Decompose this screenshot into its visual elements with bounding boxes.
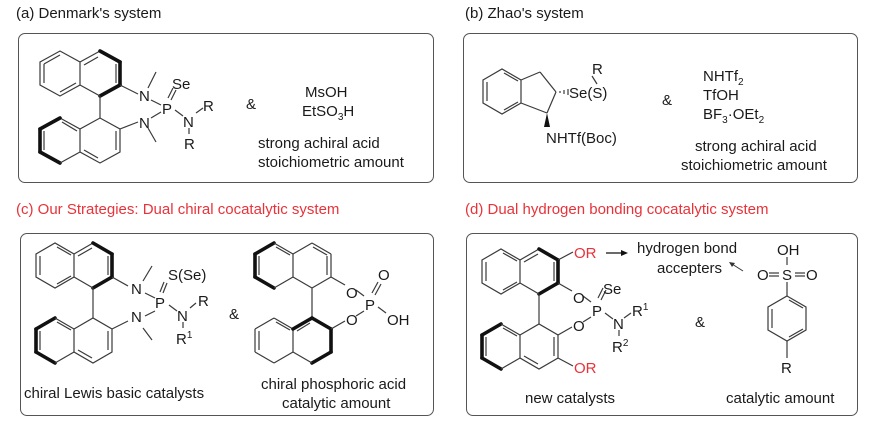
atom-symbol: R xyxy=(176,331,187,348)
panel-c-caption: (c) Our Strategies: Dual chiral cocataly… xyxy=(16,201,340,218)
panel-a-ampersand: & xyxy=(246,96,257,113)
atom-n: N xyxy=(613,316,624,333)
panel-c-catalyst-label: chiral Lewis basic catalysts xyxy=(24,385,205,402)
formula-part: BF xyxy=(703,106,723,123)
panel-b-acid-tfoh: TfOH xyxy=(703,87,739,104)
atom-r1: R1 xyxy=(632,302,649,320)
atom-n: N xyxy=(177,308,188,325)
formula-part: ·OEt xyxy=(727,106,759,123)
formula-part: EtSO xyxy=(302,103,338,120)
atom-o: O xyxy=(757,267,769,284)
panel-d-ampersand: & xyxy=(695,314,706,331)
superscript: 1 xyxy=(187,330,193,341)
panel-a-acid-msoh: MsOH xyxy=(305,84,348,101)
upper-naphthalene xyxy=(253,241,332,290)
wedge-bond xyxy=(544,113,550,127)
atom-r: R xyxy=(781,360,792,377)
panel-a-acid-etso3h: EtSO3H xyxy=(302,103,354,127)
atom-n: N xyxy=(139,115,150,132)
upper-naphthalene xyxy=(481,247,560,296)
panel-c-ampersand: & xyxy=(229,306,240,323)
superscript: 2 xyxy=(623,338,629,349)
atom-p: P xyxy=(592,303,602,320)
subscript: 3 xyxy=(337,112,344,123)
atom-o: O xyxy=(346,285,358,302)
annotation-hydrogen-bond: hydrogen bond xyxy=(637,240,738,257)
atom-r1: R1 xyxy=(176,330,193,348)
atom-se: Se xyxy=(172,76,190,93)
indane-ring xyxy=(482,68,557,115)
panel-c-box xyxy=(20,233,434,416)
subscript: 2 xyxy=(738,77,744,88)
formula-part: NHTf xyxy=(703,68,738,85)
atom-oh: OH xyxy=(777,242,800,259)
lower-naphthalene xyxy=(254,316,333,365)
panel-b-box xyxy=(463,33,858,183)
atom-or-bottom: OR xyxy=(574,360,597,377)
atom-o: O xyxy=(346,312,358,329)
panel-b-note-line2: stoichiometric amount xyxy=(681,157,827,174)
arrow-to-acceptors xyxy=(606,250,628,256)
upper-naphthalene xyxy=(35,241,114,290)
atom-symbol: R xyxy=(632,303,643,320)
lower-naphthalene xyxy=(38,116,121,165)
atom-o-double: O xyxy=(378,267,390,284)
upper-naphthalene xyxy=(39,49,122,98)
panel-b-caption: (b) Zhao's system xyxy=(465,5,584,22)
panel-b-note-line1: strong achiral acid xyxy=(695,138,817,155)
arrow-from-acid xyxy=(729,262,744,272)
panel-d-box xyxy=(466,233,858,416)
panel-b-acid-nhtf2: NHTf2 xyxy=(703,68,744,92)
panel-d-catalyst-label: new catalysts xyxy=(525,390,616,407)
atom-s: S xyxy=(782,267,792,284)
atom-nhtf-boc: NHTf(Boc) xyxy=(546,130,617,147)
atom-o: O xyxy=(573,290,585,307)
atom-se-s: Se(S) xyxy=(569,85,607,102)
atom-symbol: R xyxy=(612,339,623,356)
subscript: 2 xyxy=(758,115,765,126)
atom-p: P xyxy=(155,295,165,312)
atom-p: P xyxy=(162,101,172,118)
atom-o: O xyxy=(573,318,585,335)
annotation-accepters: accepters xyxy=(657,260,723,277)
atom-n: N xyxy=(139,88,150,105)
panel-c-acid-label-line2: catalytic amount xyxy=(282,395,391,412)
lower-naphthalene xyxy=(480,322,559,371)
superscript: 1 xyxy=(643,302,649,313)
atom-r2: R2 xyxy=(612,338,629,356)
atom-oh: OH xyxy=(387,312,410,329)
subscript: 3 xyxy=(722,115,728,126)
lower-naphthalene xyxy=(34,316,113,365)
atom-n: N xyxy=(131,281,142,298)
formula-part: H xyxy=(343,103,355,120)
benzene-ring xyxy=(767,295,807,342)
atom-p: P xyxy=(365,297,375,314)
panel-a-caption: (a) Denmark's system xyxy=(16,5,162,22)
panel-d-acid-label: catalytic amount xyxy=(726,390,835,407)
atom-r: R xyxy=(592,61,603,78)
atom-n: N xyxy=(131,309,142,326)
panel-a-note-line2: stoichiometric amount xyxy=(258,154,404,171)
panel-d-caption: (d) Dual hydrogen bonding cocatalytic sy… xyxy=(465,201,769,218)
atom-r: R xyxy=(184,136,195,153)
atom-r: R xyxy=(203,98,214,115)
panel-b-acid-bf3: BF3·OEt2 xyxy=(703,106,764,130)
atom-r: R xyxy=(198,293,209,310)
atom-se: Se xyxy=(603,281,621,298)
panel-c-acid-label-line1: chiral phosphoric acid xyxy=(261,376,407,393)
atom-or-top: OR xyxy=(574,245,597,262)
atom-o: O xyxy=(806,267,818,284)
atom-n: N xyxy=(183,114,194,131)
panel-b-ampersand: & xyxy=(662,92,673,109)
atom-s-se: S(Se) xyxy=(168,267,206,284)
panel-a-note-line1: strong achiral acid xyxy=(258,135,380,152)
